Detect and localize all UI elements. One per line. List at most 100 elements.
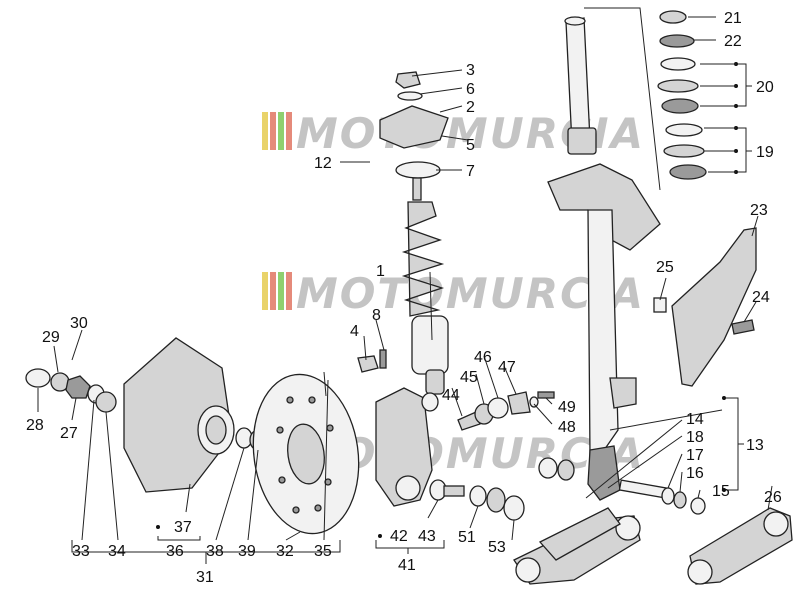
label-38: 38 [206,543,224,560]
label-12: 12 [314,155,332,172]
bush-46 [487,397,509,419]
steering-column [547,16,661,501]
watermark-text: MOTOMURCIA [296,269,645,318]
label-14: 14 [686,411,704,428]
screw-44 [457,411,481,431]
washer-48 [529,396,539,408]
caliper-body [375,387,433,507]
ring-15 [690,497,706,515]
watermark-stripe [270,272,276,310]
label-19: 19 [756,144,774,161]
watermark-stripe [278,272,284,310]
label-44: 44 [442,387,460,404]
label-20: 20 [756,79,774,96]
bush-18b [557,459,575,481]
watermark-stripe [286,112,292,150]
fork-crown [547,163,661,251]
washer-51b [486,487,506,513]
shock-absorber [379,71,449,395]
bolt-4 [357,355,379,373]
label-24: 24 [752,289,770,306]
label-2: 2 [466,99,475,116]
label-7: 7 [466,163,475,180]
cover-23 [653,227,757,387]
label-22: 22 [724,33,742,50]
shock-bushing-7 [395,161,441,179]
label-49: 49 [558,399,576,416]
bearing-cup-20b [661,98,699,114]
ring-34 [95,391,117,413]
link-arm-upper [538,507,621,561]
label-48: 48 [558,419,576,436]
label-39: 39 [238,543,256,560]
label-45: 45 [460,369,478,386]
label-8: 8 [372,307,381,324]
bearing-cup-19b [669,164,707,180]
bolt-49 [537,391,555,399]
fork-leg [587,209,619,457]
watermark-stripe [278,112,284,150]
label-41: 41 [398,557,416,574]
ball-race-20 [657,79,699,93]
ring-17 [661,487,675,505]
shock-rod [412,177,422,201]
washer-51 [469,485,487,507]
link-arm-eye-left [515,557,541,583]
ball-race-19 [663,144,705,158]
steering-tube-top [564,16,586,26]
pin-18 [618,479,668,499]
part-number-labels: 21 22 20 19 23 25 24 3 6 2 5 7 12 1 8 4 … [26,10,782,586]
screw-24 [731,319,755,335]
hub-body-37 [123,337,233,493]
shock-nut-3 [395,71,421,89]
label-47: 47 [498,359,516,376]
label-4: 4 [350,323,359,340]
label-26: 26 [764,489,782,506]
label-3: 3 [466,62,475,79]
link-arm-eye-right [615,515,641,541]
watermark-stripe [286,272,292,310]
fork-axle-mount [587,445,621,501]
label-6: 6 [466,81,475,98]
spacer-53 [503,495,525,521]
watermark-stripe [262,272,268,310]
brake-disc-center [287,423,325,485]
bracket-36 [157,536,201,541]
bearing-cup-19a [665,123,703,137]
label-15: 15 [712,483,730,500]
label-29: 29 [42,329,60,346]
label-53: 53 [488,539,506,556]
fork-bracket [609,377,637,409]
bush-18a [538,457,558,479]
label-51: 51 [458,529,476,546]
dust-cap-28 [25,368,51,388]
bracket-31 [71,540,341,564]
nut-27 [65,375,91,399]
wheel-hub-assembly [25,337,267,493]
shock-bottom-eye [425,369,445,395]
label-1: 1 [376,263,385,280]
fork-cover [671,227,757,387]
label-28: 28 [26,417,44,434]
watermark-middle: MOTOMURCIA [262,269,645,318]
hub-bore [205,415,227,445]
ring-16 [673,491,687,509]
shock-washer-6 [397,91,423,101]
label-21: 21 [724,10,742,27]
bearing-cup-20a [660,57,696,71]
label-36: 36 [166,543,184,560]
label-13: 13 [746,437,764,454]
label-43: 43 [418,528,436,545]
bolt-8-shaft [379,349,387,369]
label-23: 23 [750,202,768,219]
shock-spring-boot [401,201,445,317]
swing-link-assembly [513,457,706,585]
caliper-port [395,475,421,501]
top-nut-21 [659,10,687,24]
bracket-19 [738,127,752,173]
link-arm-spare-eye-left [687,559,713,585]
label-37: 37 [174,519,192,536]
label-30: 30 [70,315,88,332]
label-42: 42 [390,528,408,545]
